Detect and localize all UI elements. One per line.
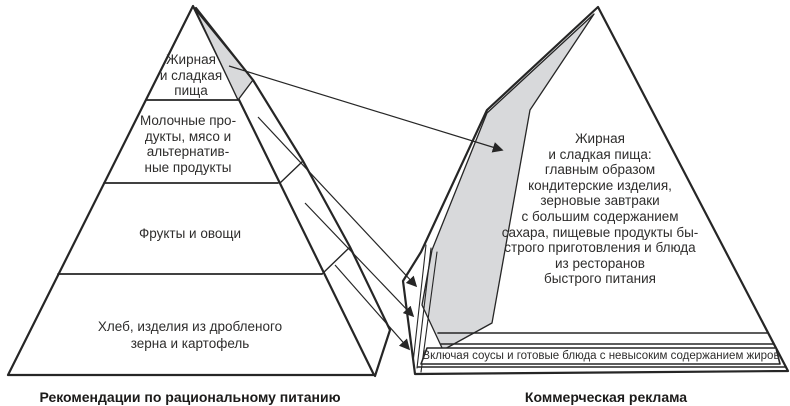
left-side-step-2 [279,160,304,184]
arrow-dairy [257,116,418,288]
right-text-strip-box [420,347,781,365]
right-pyramid-main-label: Жирная и сладкая пища: главным образом к… [501,131,699,287]
right-pyramid-caption: Коммерческая реклама [524,389,688,405]
left-section-label-dairy: Молочные про- дукты, мясо и альтернатив-… [139,113,237,175]
left-pyramid-side-edge [194,6,392,378]
mapping-arrows [228,65,504,351]
right-pyramid [401,5,790,376]
left-side-step-3 [321,246,351,275]
right-sliver-line-1 [412,244,427,364]
left-pyramid-caption: Рекомендации по рациональному питанию [39,389,341,405]
left-pyramid [6,4,392,378]
right-pyramid-strip-label: Включая соусы и готовые блюда с невысоки… [422,350,780,362]
left-section-label-fruit-veg: Фрукты и овощи [138,226,242,241]
arrow-bread [334,264,411,351]
left-section-label-bread: Хлеб, изделия из дробленого зерна и карт… [97,319,283,351]
arrow-fat-sweet [228,65,504,153]
left-section-label-fat-sweet: Жирная и сладкая пища [159,52,223,99]
left-pyramid-front-face [6,4,376,377]
arrow-fruit-veg [304,202,415,318]
right-sliver-line-3 [420,251,438,373]
right-sliver-line-2 [416,247,432,369]
right-pyramid-highlight-sliver [421,13,595,351]
